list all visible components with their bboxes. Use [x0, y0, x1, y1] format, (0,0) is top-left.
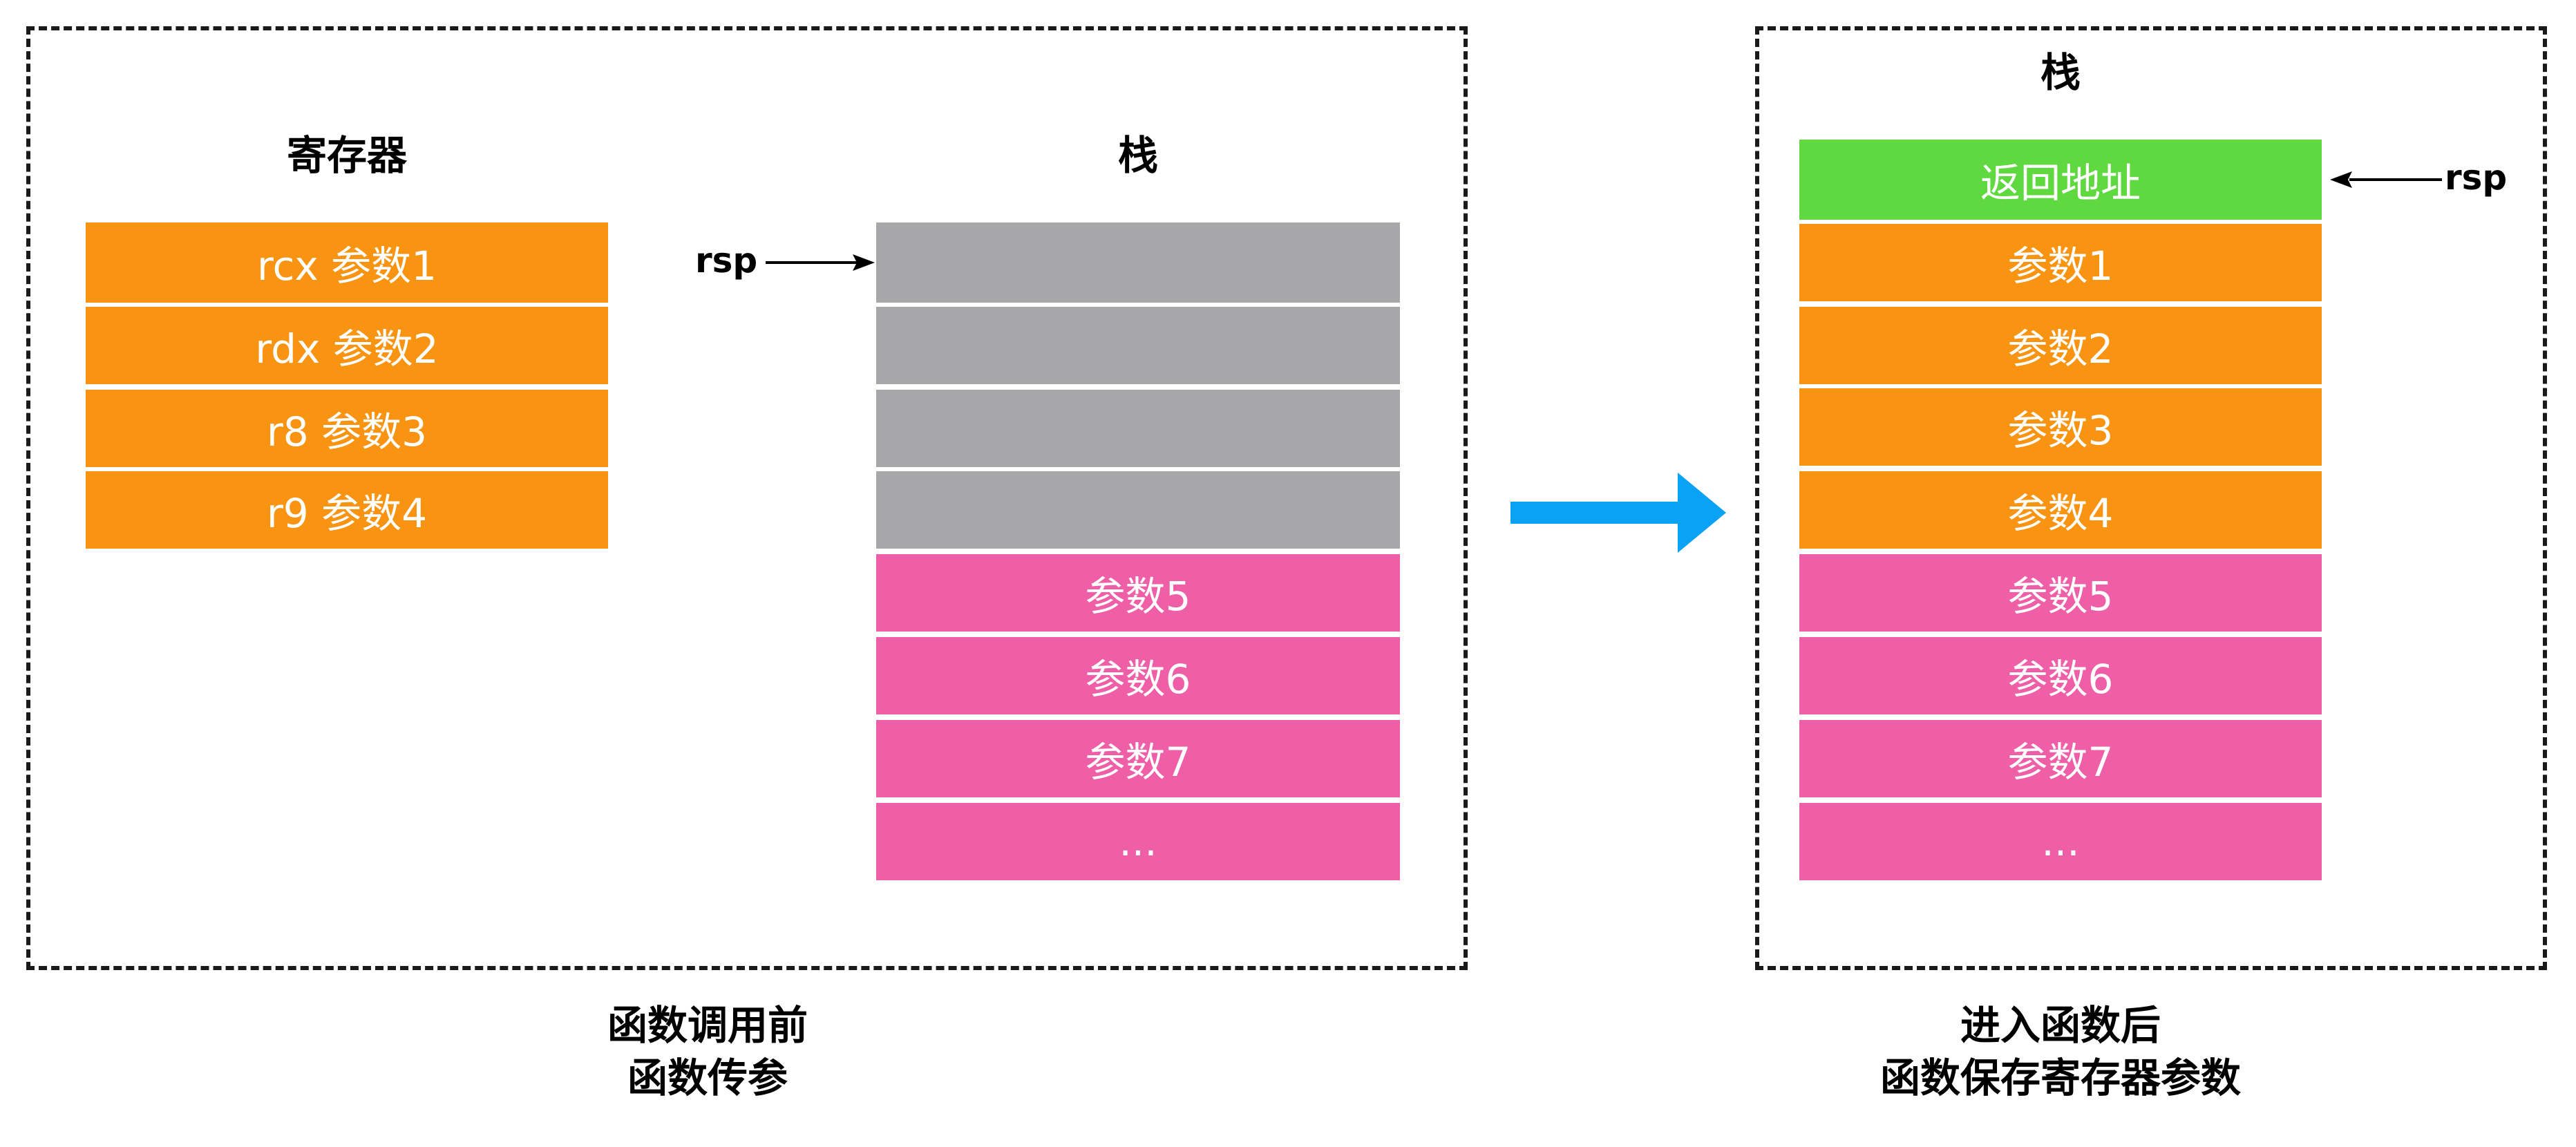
right-caption-line1: 进入函数后	[1960, 1002, 2161, 1049]
register-cell: r9 参数4	[86, 468, 608, 549]
after-entry-panel	[1755, 26, 2547, 970]
left-stack-title: 栈	[1117, 132, 1158, 179]
stack-arg-cell: ...	[876, 800, 1400, 880]
registers-title: 寄存器	[286, 132, 407, 179]
stack-arg-cell: 参数6	[876, 634, 1400, 714]
empty-stack-slot	[876, 387, 1400, 467]
saved-arg-cell: 参数4	[1799, 468, 2322, 549]
saved-arg-cell: 参数1	[1799, 221, 2322, 301]
register-cell: rcx 参数1	[86, 222, 608, 303]
empty-stack-slot	[876, 468, 1400, 549]
stack-arg-cell: ...	[1799, 800, 2322, 880]
stack-arg-cell: 参数6	[1799, 634, 2322, 714]
before-call-panel	[26, 26, 1468, 970]
left-stack-column: 参数5 参数6 参数7 ...	[876, 222, 1400, 882]
saved-arg-cell: 参数2	[1799, 304, 2322, 384]
right-stack-column: 返回地址 参数1 参数2 参数3 参数4 参数5 参数6 参数7 ...	[1799, 140, 2322, 882]
left-rsp-label: rsp	[695, 240, 758, 281]
stack-arg-cell: 参数5	[1799, 551, 2322, 632]
return-address-cell: 返回地址	[1799, 140, 2322, 220]
right-stack-title: 栈	[2040, 49, 2081, 96]
left-caption-line1: 函数调用前	[607, 1002, 808, 1049]
right-caption-line2: 函数保存寄存器参数	[1879, 1054, 2241, 1101]
saved-arg-cell: 参数3	[1799, 386, 2322, 466]
stack-arg-cell: 参数5	[876, 551, 1400, 632]
left-caption-line2: 函数传参	[627, 1054, 788, 1101]
empty-stack-slot	[876, 304, 1400, 384]
stack-arg-cell: 参数7	[1799, 717, 2322, 797]
registers-column: rcx 参数1 rdx 参数2 r8 参数3 r9 参数4	[86, 222, 608, 551]
register-cell: r8 参数3	[86, 387, 608, 467]
empty-stack-slot	[876, 222, 1400, 303]
register-cell: rdx 参数2	[86, 304, 608, 384]
right-rsp-label: rsp	[2445, 158, 2508, 198]
stack-arg-cell: 参数7	[876, 717, 1400, 797]
